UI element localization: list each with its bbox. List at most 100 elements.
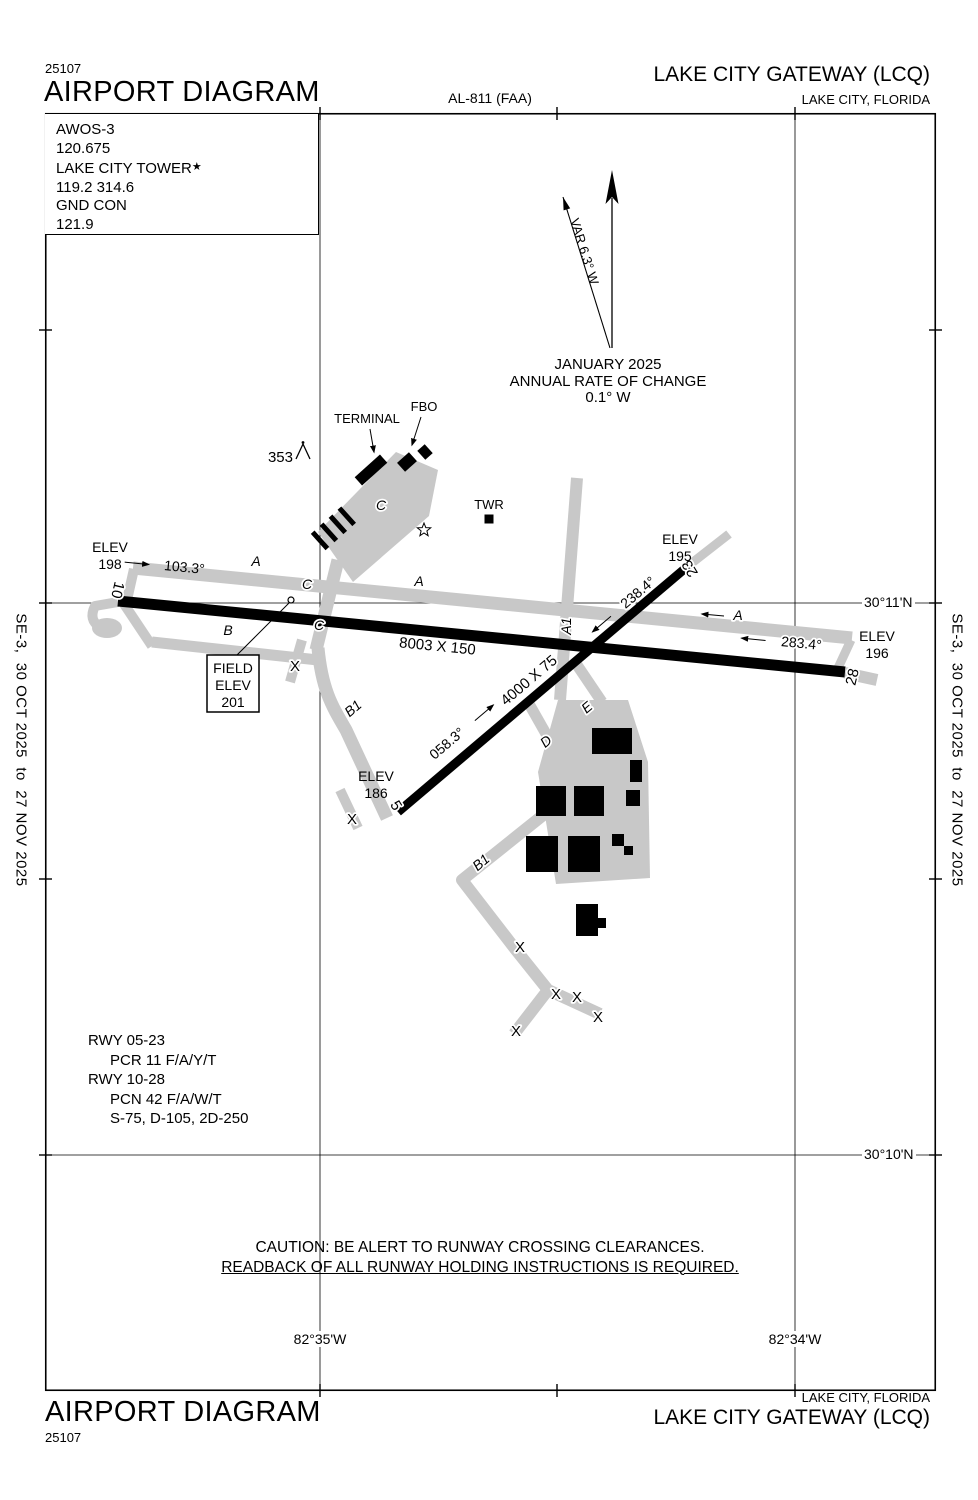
- closed-x-mark: X: [593, 1009, 603, 1026]
- hangar: [576, 904, 598, 936]
- hangar: [596, 918, 606, 928]
- rwy-number-10: 10: [107, 580, 127, 600]
- terminal-apron: [318, 452, 438, 582]
- tower-freq: 119.2 314.6: [56, 178, 135, 196]
- hangar: [568, 836, 600, 872]
- hangar: [574, 786, 604, 816]
- field-elev-value: 201: [221, 694, 245, 710]
- field-elev-leader: [235, 602, 290, 657]
- taxiway-a1-label: A1: [558, 617, 574, 635]
- closed-x-mark: X: [551, 986, 561, 1003]
- pcn-05-23-value: PCR 11 F/A/Y/T: [110, 1051, 217, 1069]
- elev-186-label: ELEV: [358, 768, 394, 784]
- variation-rate-label: ANNUAL RATE OF CHANGE: [509, 372, 707, 390]
- rwy-number-28: 28: [842, 667, 862, 687]
- caution-line2: READBACK OF ALL RUNWAY HOLDING INSTRUCTI…: [221, 1258, 739, 1276]
- tower-label: LAKE CITY TOWER: [56, 160, 192, 178]
- hangar: [626, 790, 640, 806]
- taxiway-c: [309, 558, 345, 652]
- gnd-label: GND CON: [56, 197, 127, 215]
- rwy-10-heading: 103.3°: [124, 557, 205, 577]
- rwy28-blast-pad: [843, 667, 879, 686]
- effective-dates-left: SE-3, 30 OCT 2025 to 27 NOV 2025: [12, 613, 30, 887]
- star-symbol-icon: [415, 521, 433, 537]
- variation-rate-value: 0.1° W: [585, 389, 631, 406]
- graticule: [39, 107, 942, 1397]
- rwy23-end-stub: [685, 530, 732, 570]
- pcn-rwy-05-23: RWY 05-23: [88, 1032, 165, 1049]
- fbo-building: [397, 452, 417, 472]
- buildings: [310, 444, 642, 936]
- closed-x-mark: X: [347, 811, 357, 828]
- closed-x-mark: X: [511, 1023, 521, 1040]
- latitude-label-top: 30°11'N: [862, 594, 915, 610]
- elev-198-value: 198: [98, 556, 122, 572]
- border-ticks: [39, 107, 942, 1397]
- longitude-label-right: 82°34'W: [766, 1331, 824, 1347]
- runway-10-28: [117, 595, 846, 678]
- hangar: [536, 786, 566, 816]
- hangar: [624, 846, 633, 855]
- runway-05-23: [395, 562, 691, 816]
- elev-196-label: ELEV: [859, 628, 895, 644]
- terminal-leader-arrow: [369, 428, 376, 454]
- field-elev-line1: FIELD: [213, 660, 253, 676]
- elev-196-value: 196: [865, 645, 889, 661]
- pcn-rwy-10-28: RWY 10-28: [88, 1071, 165, 1088]
- taxiway-a-label: A: [250, 553, 260, 569]
- terminal-building: [354, 454, 388, 486]
- latitude-label-bottom: 30°10'N: [862, 1146, 916, 1162]
- apron-hold-stripes: [310, 506, 356, 551]
- hangar: [526, 836, 558, 872]
- obstacle-height-label: 353: [268, 449, 293, 466]
- pcn-10-28-value: PCN 42 F/A/W/T: [110, 1090, 222, 1108]
- runways: [117, 562, 846, 816]
- caution-note: CAUTION: BE ALERT TO RUNWAY CROSSING CLE…: [221, 1238, 739, 1277]
- taxiway-a-label: A: [413, 573, 423, 589]
- awos-freq: 120.675: [56, 139, 111, 157]
- twr-label: TWR: [474, 497, 504, 512]
- elev-198-label: ELEV: [92, 539, 128, 555]
- elev-186-value: 186: [364, 785, 388, 801]
- field-elev-point-icon: [287, 596, 295, 604]
- symbols: [206, 416, 725, 713]
- field-elev-box: [206, 654, 260, 713]
- page-title-bottom: AIRPORT DIAGRAM: [45, 1396, 321, 1428]
- taxiway-b1-west: [311, 647, 393, 821]
- awos-label: AWOS-3: [56, 121, 115, 138]
- obstacle-dot-icon: [301, 441, 305, 444]
- hangar: [592, 728, 632, 754]
- tower-star-icon: ★: [191, 161, 202, 174]
- airport-name-top: LAKE CITY GATEWAY (LCQ): [653, 63, 930, 86]
- chart-number-bottom: 25107: [45, 1430, 82, 1445]
- elev-195-value: 195: [668, 548, 692, 564]
- taxiway-a-direction-arrow: [700, 611, 725, 618]
- taxiway-c-label: C: [302, 576, 313, 592]
- pcn-10-28-strength: S-75, D-105, 2D-250: [110, 1110, 249, 1127]
- tower-square-icon: [484, 514, 494, 524]
- fbo-leader-arrow: [411, 416, 422, 447]
- taxiway-a: [132, 561, 853, 645]
- longitude-label-left: 82°35'W: [291, 1331, 349, 1347]
- elev-195-label: ELEV: [662, 531, 698, 547]
- variation-note: JANUARY 2025 ANNUAL RATE OF CHANGE 0.1° …: [509, 356, 707, 407]
- variation-date: JANUARY 2025: [554, 356, 662, 373]
- taxiway-c-label: C: [376, 497, 387, 513]
- magnetic-variation-arrow: [562, 196, 611, 349]
- closed-x-mark: X: [290, 658, 300, 675]
- taxiway-a-label: A: [732, 607, 742, 623]
- al-reference: AL-811 (FAA): [448, 90, 532, 106]
- taxiway-c-label: C: [314, 617, 325, 633]
- obstacle-icon: [295, 442, 311, 460]
- chart-labels: 8003 X 150 103.3° 283.4° 10 28 ELEV 198 …: [92, 399, 895, 1042]
- variation-arrowhead-icon: [563, 197, 571, 211]
- svg-text:103.3°: 103.3°: [163, 557, 205, 577]
- closed-x-mark: X: [572, 989, 582, 1006]
- effective-dates-right: SE-3, 30 OCT 2025 to 27 NOV 2025: [948, 613, 966, 887]
- terminal-label: TERMINAL: [334, 411, 400, 426]
- rwy-28-heading: 283.4°: [740, 631, 824, 655]
- closed-taxiway-branch: [509, 986, 553, 1038]
- comms-box: AWOS-3 120.675 LAKE CITY TOWER★ 119.2 31…: [45, 114, 319, 235]
- taxiway-b-label: B: [223, 622, 232, 638]
